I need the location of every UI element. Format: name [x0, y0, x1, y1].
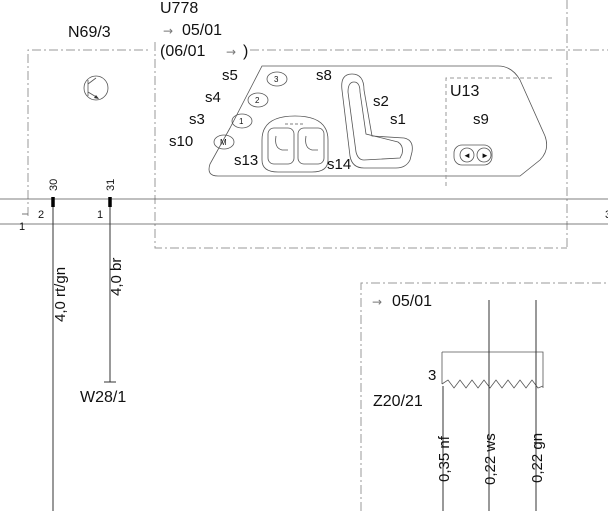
- u778-ref2: (06/01: [160, 43, 205, 60]
- wire-ws-label: 0,22 ws: [482, 433, 499, 485]
- u778-ref2-close: ): [243, 43, 248, 60]
- transistor-icon: [83, 75, 109, 101]
- seat-control-panel: 3 2 1 M U13 ◄ ►: [208, 65, 553, 186]
- button-3[interactable]: [266, 71, 288, 87]
- left-arrow-icon: ◄: [463, 151, 471, 160]
- switch-s1: s1: [390, 111, 406, 128]
- z20-pin: 3: [428, 367, 436, 384]
- pin-1-label: 1: [97, 209, 103, 221]
- switch-labels: s5 s4 s3 s10 s13 s8 s2 s1 s14 s9: [169, 67, 489, 173]
- u778-component: U778 → 05/01 (06/01 → ): [154, 0, 608, 249]
- switch-s10: s10: [169, 133, 193, 150]
- z20-ref: 05/01: [392, 293, 432, 310]
- svg-text:3: 3: [274, 75, 279, 84]
- switch-s2: s2: [373, 93, 389, 110]
- lumbar-switch[interactable]: [453, 144, 493, 166]
- bus-left-pin: 1: [19, 221, 25, 233]
- svg-text:2: 2: [255, 96, 260, 105]
- switch-s13: s13: [234, 152, 258, 169]
- n69-component: N69/3: [27, 24, 150, 216]
- u13-component: U13 ◄ ►: [445, 77, 553, 186]
- seat-vent-icon: [305, 135, 318, 151]
- u13-label: U13: [450, 83, 479, 100]
- wire-br: 4,0 br: [104, 207, 125, 383]
- connector-bus: 1 3 30 31 2 1: [0, 179, 608, 233]
- svg-text:M: M: [220, 138, 227, 147]
- wire-rt-gn: 4,0 rt/gn: [52, 207, 69, 511]
- ref-arrow-icon: →: [163, 24, 173, 38]
- wire-br-label: 4,0 br: [108, 258, 125, 296]
- seat-climate-control[interactable]: [261, 115, 329, 173]
- wire-nf-label: 0,35 nf: [436, 435, 453, 482]
- seat-heat-icon: [275, 135, 288, 151]
- switch-s5: s5: [222, 67, 238, 84]
- u778-label: U778: [160, 0, 198, 17]
- z20-label: Z20/21: [373, 393, 423, 410]
- ref-arrow-icon: →: [226, 45, 236, 59]
- right-arrow-icon: ►: [481, 151, 489, 160]
- n69-label: N69/3: [68, 24, 111, 41]
- wire-gn-label: 0,22 gn: [529, 433, 546, 483]
- switch-s8: s8: [316, 67, 332, 84]
- switch-s4: s4: [205, 89, 221, 106]
- u778-ref1: 05/01: [182, 22, 222, 39]
- ref-arrow-icon: →: [372, 295, 382, 309]
- pin-30-label: 30: [48, 179, 60, 191]
- wire-rt-gn-label: 4,0 rt/gn: [52, 267, 69, 322]
- button-1[interactable]: [231, 113, 253, 129]
- switch-s9: s9: [473, 111, 489, 128]
- button-2[interactable]: [247, 92, 269, 108]
- bus-right-pin: 3: [605, 209, 608, 221]
- switch-s14: s14: [327, 156, 351, 173]
- pin-31-label: 31: [105, 179, 117, 191]
- switch-s3: s3: [189, 111, 205, 128]
- w28-label: W28/1: [80, 389, 126, 406]
- z20-component: → 05/01 3 Z20/21: [360, 282, 608, 511]
- pin-2-label: 2: [38, 209, 44, 221]
- button-m[interactable]: [213, 134, 235, 150]
- seat-shape-switch[interactable]: [341, 73, 413, 169]
- svg-text:1: 1: [239, 117, 244, 126]
